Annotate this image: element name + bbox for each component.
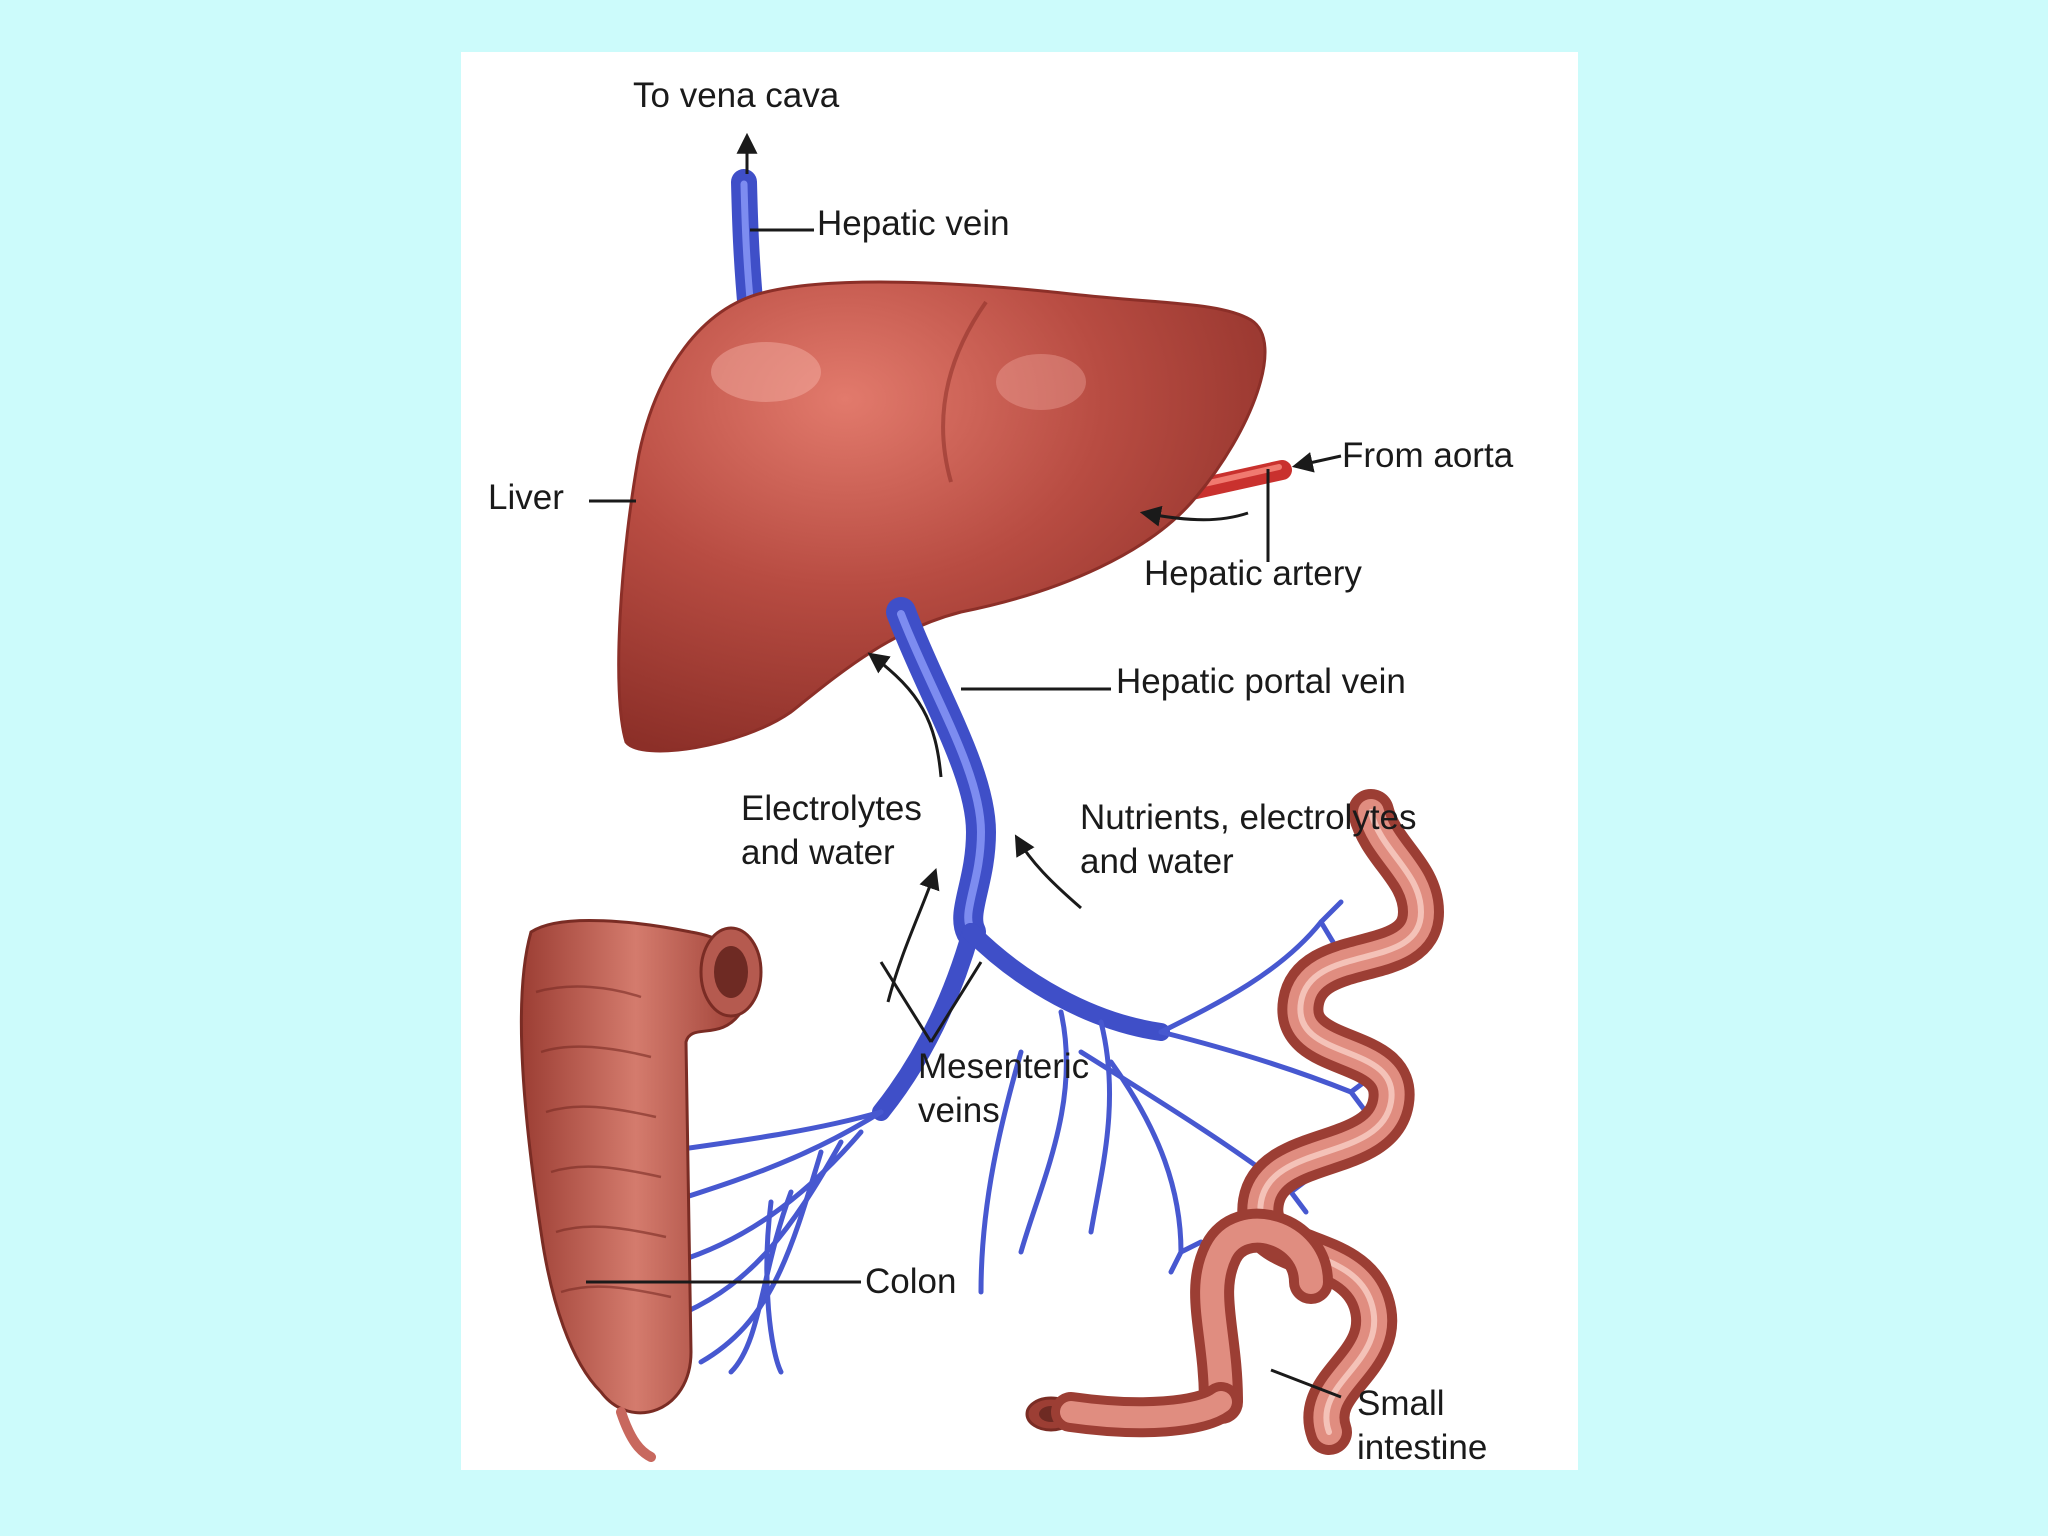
label-small-intestine-line1: Small (1357, 1382, 1445, 1426)
figure-panel: To vena cava Hepatic vein Liver From aor… (461, 52, 1578, 1470)
arrow-lower-left-up (888, 872, 935, 1002)
mesenteric-vein-right (971, 932, 1161, 1032)
label-electrolytes-line1: Electrolytes (741, 787, 922, 831)
label-nutrients-line1: Nutrients, electrolytes (1080, 796, 1417, 840)
colon-shape (521, 920, 761, 1457)
label-small-intestine-line2: intestine (1357, 1426, 1487, 1470)
label-hepatic-artery: Hepatic artery (1144, 552, 1362, 596)
label-mesenteric-line1: Mesenteric (918, 1045, 1089, 1089)
digestive-circulation-illustration (461, 52, 1578, 1470)
arrow-nutrients (1017, 838, 1081, 908)
label-hepatic-vein: Hepatic vein (817, 202, 1010, 246)
label-liver: Liver (488, 476, 564, 520)
label-hepatic-portal-vein: Hepatic portal vein (1116, 660, 1406, 704)
label-colon: Colon (865, 1260, 956, 1304)
label-to-vena-cava: To vena cava (633, 74, 839, 118)
label-electrolytes-line2: and water (741, 831, 895, 875)
arrow-from-aorta (1296, 456, 1341, 466)
label-from-aorta: From aorta (1342, 434, 1513, 478)
label-nutrients-line2: and water (1080, 840, 1234, 884)
small-intestine-shape (1027, 812, 1421, 1432)
label-mesenteric-line2: veins (918, 1089, 1000, 1133)
